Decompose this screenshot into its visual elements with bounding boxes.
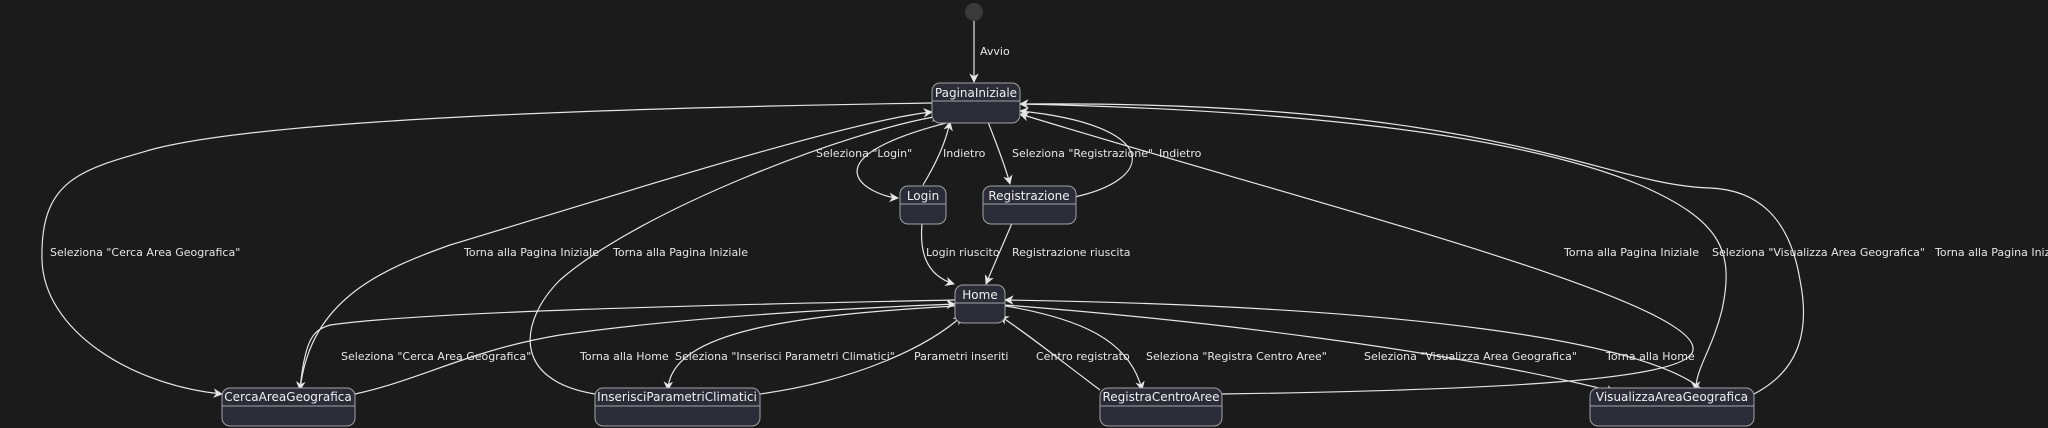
- label-home-seleziona-inserisci: Seleziona "Inserisci Parametri Climatici…: [675, 350, 895, 363]
- edge-registra-torna-pi: [1019, 111, 1694, 395]
- state-home-label: Home: [962, 288, 997, 302]
- state-inserisciparametriclimatici-label: InserisciParametriClimatici: [597, 390, 757, 404]
- state-paginainiziale: PaginaIniziale: [931, 82, 1021, 124]
- label-seleziona-registrazione: Seleziona "Registrazione": [1012, 147, 1153, 160]
- state-login: Login: [899, 185, 947, 225]
- label-inserisci-torna-pi: Torna alla Pagina Iniziale: [612, 246, 748, 259]
- state-registracentroaree-label: RegistraCentroAree: [1102, 390, 1219, 404]
- label-pi-seleziona-visualizza: Seleziona "Visualizza Area Geografica": [1712, 246, 1925, 259]
- label-visualizza-torna-pi: Torna alla Pagina Iniziale: [1934, 246, 2048, 259]
- label-registrazione-indietro: Indietro: [1159, 147, 1202, 160]
- edge-visualizza-torna-home: [1004, 295, 1706, 393]
- label-login-riuscito: Login riuscito: [926, 246, 1000, 259]
- edge-login-indietro: [922, 121, 953, 186]
- label-home-seleziona-visualizza: Seleziona "Visualizza Area Geografica": [1364, 350, 1577, 363]
- label-cerca-torna-pi: Torna alla Pagina Iniziale: [463, 246, 599, 259]
- state-visualizzaareageografica-label: VisualizzaAreaGeografica: [1596, 390, 1748, 404]
- edge-visualizza-torna-pi: [1019, 99, 1805, 395]
- label-registrazione-riuscita: Registrazione riuscita: [1012, 246, 1131, 259]
- state-login-label: Login: [907, 189, 939, 203]
- edge-home-seleziona-registra: [999, 304, 1145, 391]
- edge-seleziona-registrazione: [987, 121, 1013, 185]
- edge-cerca-torna-home: [354, 299, 956, 395]
- edge-centro-registrato: [999, 315, 1101, 391]
- edge-inserisci-torna-pi: [529, 112, 941, 395]
- edge-parametri-inseriti: [759, 315, 963, 395]
- state-visualizzaareageografica: VisualizzaAreaGeografica: [1589, 387, 1755, 427]
- edge-home-seleziona-visualizza: [1004, 304, 1616, 395]
- label-visualizza-torna-home: Torna alla Home: [1605, 350, 1695, 363]
- edge-home-seleziona-cerca: [296, 299, 956, 391]
- label-home-seleziona-cerca: Seleziona "Cerca Area Geografica": [341, 350, 531, 363]
- state-cercaareageografica-label: CercaAreaGeografica: [224, 390, 351, 404]
- label-pi-seleziona-cerca: Seleziona "Cerca Area Geografica": [50, 246, 240, 259]
- state-registrazione: Registrazione: [982, 185, 1077, 225]
- label-parametri-inseriti: Parametri inseriti: [914, 350, 1009, 363]
- label-registra-torna-pi: Torna alla Pagina Iniziale: [1563, 246, 1699, 259]
- label-avvio: Avvio: [980, 45, 1010, 58]
- transition-labels: Avvio Seleziona "Login" Indietro Selezio…: [50, 45, 2048, 363]
- edge-pi-seleziona-visualizza: [1019, 103, 1727, 391]
- label-cerca-torna-home: Torna alla Home: [579, 350, 669, 363]
- edge-cerca-torna-pi: [299, 108, 933, 391]
- state-cercaareageografica: CercaAreaGeografica: [221, 387, 356, 427]
- state-inserisciparametriclimatici: InserisciParametriClimatici: [594, 387, 761, 427]
- state-paginainiziale-label: PaginaIniziale: [935, 86, 1017, 100]
- label-login-indietro: Indietro: [943, 147, 986, 160]
- transitions: [41, 18, 1805, 398]
- edge-seleziona-login: [856, 121, 951, 203]
- label-home-seleziona-registra: Seleziona "Registra Centro Aree": [1146, 350, 1327, 363]
- state-home: Home: [954, 284, 1006, 324]
- state-registrazione-label: Registrazione: [988, 189, 1069, 203]
- label-centro-registrato: Centro registrato: [1036, 350, 1130, 363]
- state-registracentroaree: RegistraCentroAree: [1099, 387, 1223, 427]
- start-node: [965, 3, 983, 21]
- edge-login-riuscito: [920, 215, 955, 287]
- label-seleziona-login: Seleziona "Login": [816, 147, 912, 160]
- edge-home-seleziona-inserisci: [663, 305, 956, 391]
- edge-registrazione-indietro: [1019, 107, 1133, 199]
- edge-pi-seleziona-cerca: [41, 102, 933, 398]
